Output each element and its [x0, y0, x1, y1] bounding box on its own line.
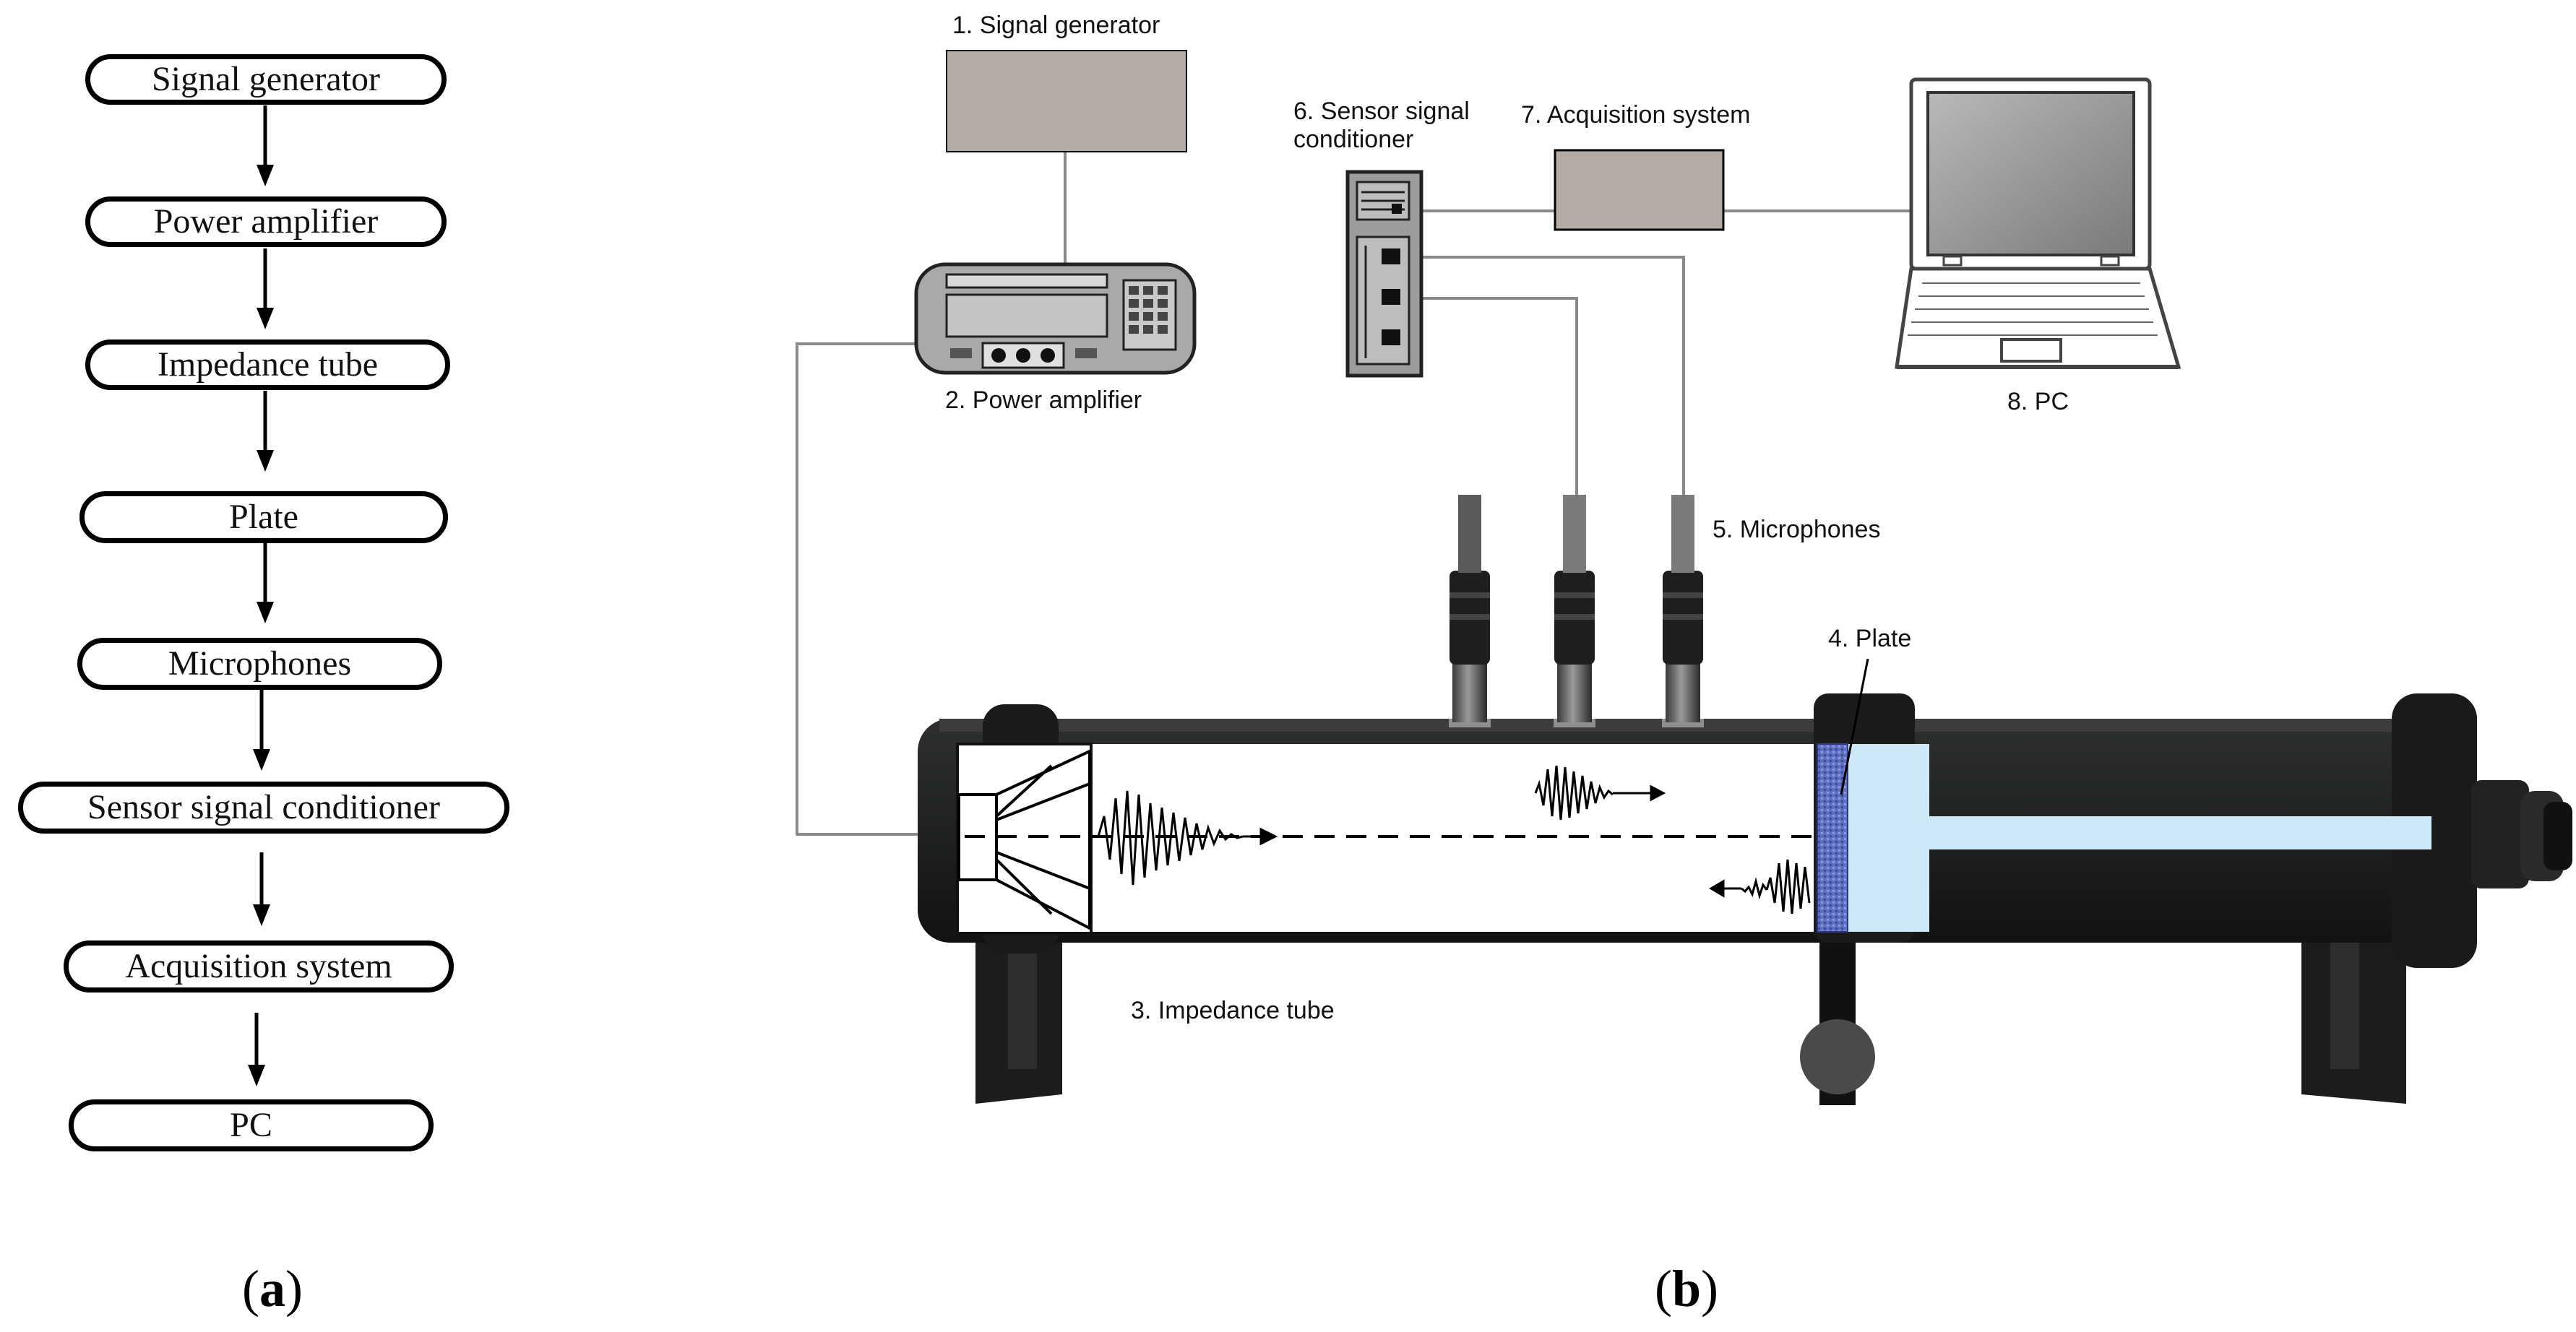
signal-generator-box — [946, 50, 1187, 152]
reflected-wave — [1709, 859, 1811, 914]
flow-step-acquisition-system: Acquisition system — [64, 940, 454, 992]
impedance-tube-body — [918, 693, 2572, 1105]
flow-step-signal-generator: Signal generator — [85, 54, 447, 105]
power-amplifier-device — [914, 262, 1197, 375]
label-sensor-signal-conditioner: 6. Sensor signal conditioner — [1293, 98, 1470, 154]
plate — [1817, 743, 1848, 933]
panel-label-b: (b) — [1655, 1260, 1719, 1318]
incident-wave — [1097, 790, 1278, 886]
label-power-amplifier: 2. Power amplifier — [945, 386, 1142, 414]
flow-step-plate: Plate — [79, 491, 448, 543]
flow-step-microphones: Microphones — [77, 638, 442, 690]
panel-label-a: (a) — [242, 1260, 303, 1318]
sensor-signal-conditioner-device — [1345, 170, 1423, 378]
pc-laptop — [1895, 77, 2181, 369]
flow-step-pc: PC — [69, 1099, 434, 1151]
loudspeaker — [956, 743, 1093, 935]
label-microphones: 5. Microphones — [1713, 516, 1881, 543]
apparatus-diagram — [796, 50, 2572, 1105]
acquisition-system-box — [1554, 149, 1725, 231]
label-plate: 4. Plate — [1828, 625, 1912, 652]
label-impedance-tube: 3. Impedance tube — [1131, 997, 1335, 1024]
label-pc: 8. PC — [2007, 388, 2069, 415]
flow-step-sensor-signal-conditioner: Sensor signal conditioner — [18, 782, 509, 834]
label-signal-generator: 1. Signal generator — [952, 12, 1160, 39]
flow-step-power-amplifier: Power amplifier — [85, 196, 447, 247]
transmitted-wave — [1534, 765, 1666, 821]
label-acquisition-system: 7. Acquisition system — [1521, 101, 1751, 129]
flowchart-arrows — [248, 105, 274, 1086]
flow-step-impedance-tube: Impedance tube — [85, 340, 450, 390]
microphones — [1449, 495, 1704, 727]
label-sensor-signal-conditioner-line1: 6. Sensor signal — [1293, 98, 1470, 125]
label-sensor-signal-conditioner-line2: conditioner — [1293, 126, 1414, 154]
